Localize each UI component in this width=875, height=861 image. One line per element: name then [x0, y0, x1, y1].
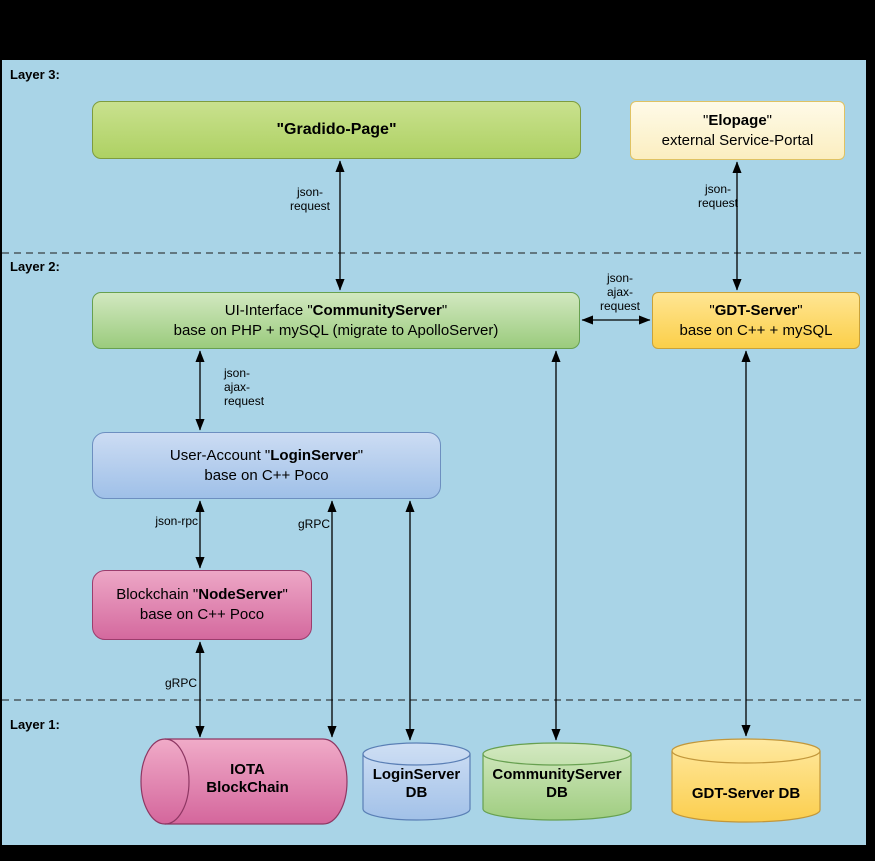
edge-label-line: json-	[606, 271, 633, 285]
edge-label-line: gRPC	[164, 676, 197, 690]
login-server-title: User-Account "LoginServer"	[170, 446, 363, 466]
gradido-title-suffix: "	[388, 121, 397, 138]
edge-label-line: ajax-	[224, 380, 251, 394]
gradido-page-title: "Gradido-Page"	[276, 120, 396, 140]
edge-label-login-node: json-rpc	[128, 514, 198, 528]
iota-blockchain-label: IOTA BlockChain	[155, 761, 340, 797]
edge-label-gradido-community: json- request	[282, 185, 338, 213]
layer1-label: Layer 1:	[10, 717, 60, 732]
edge-label-login-iota: gRPC	[288, 517, 330, 531]
login-server-subtitle: base on C++ Poco	[204, 466, 329, 484]
gdt-db-line1: GDT-Server DB	[691, 785, 801, 802]
community-title-bold: CommunityServer	[312, 301, 442, 319]
node-title-bold: NodeServer	[198, 586, 283, 603]
node-gradido-page: "Gradido-Page"	[92, 101, 581, 159]
edge-label-community-gdt: json- ajax- request	[593, 271, 647, 313]
edge-label-community-login: json- ajax- request	[224, 366, 284, 408]
iota-line1: IOTA	[230, 761, 265, 778]
elopage-title-bold: Elopage	[708, 111, 767, 129]
gdt-server-title: "GDT-Server"	[709, 301, 802, 321]
node-title-prefix: Blockchain "	[116, 586, 199, 603]
elopage-title-suffix: "	[766, 111, 772, 129]
node-node-server: Blockchain "NodeServer" base on C++ Poco	[92, 570, 312, 640]
edge-label-line: json-	[224, 366, 251, 380]
edge-label-line: ajax-	[606, 285, 633, 299]
login-title-bold: LoginServer	[270, 446, 358, 464]
community-title-suffix: "	[441, 301, 448, 319]
community-server-subtitle: base on PHP + mySQL (migrate to ApolloSe…	[173, 321, 499, 339]
node-login-server: User-Account "LoginServer" base on C++ P…	[92, 432, 441, 499]
community-title-prefix: UI-Interface "	[224, 301, 313, 319]
elopage-title: "Elopage"	[703, 111, 772, 131]
iota-line2: BlockChain	[206, 779, 289, 796]
community-db-line1: CommunityServer	[492, 766, 622, 783]
edge-label-line: json-	[296, 185, 323, 199]
edge-label-line: request	[289, 199, 331, 213]
layer3-label: Layer 3:	[10, 67, 60, 82]
edge-label-line: gRPC	[297, 517, 330, 531]
gdt-title-suffix: "	[797, 301, 803, 319]
node-title-suffix: "	[282, 586, 288, 603]
login-server-db-label: LoginServer DB	[363, 766, 470, 802]
login-db-line2: DB	[405, 784, 428, 801]
elopage-title-prefix: "	[702, 111, 709, 129]
community-server-db-label: CommunityServer DB	[483, 766, 631, 802]
gdt-title-bold: GDT-Server	[714, 301, 798, 319]
login-title-suffix: "	[357, 446, 364, 464]
edge-label-line: request	[599, 299, 641, 313]
gradido-title-prefix: "	[276, 121, 285, 138]
node-gdt-server: "GDT-Server" base on C++ + mySQL	[652, 292, 860, 349]
gdt-server-subtitle: base on C++ + mySQL	[679, 321, 833, 339]
gdt-server-db-label: GDT-Server DB	[672, 785, 820, 803]
node-server-title: Blockchain "NodeServer"	[116, 585, 288, 605]
edge-label-node-iota: gRPC	[155, 676, 197, 690]
login-title-prefix: User-Account "	[169, 446, 271, 464]
edge-label-line: request	[224, 394, 265, 408]
gdt-title-prefix: "	[709, 301, 715, 319]
gradido-title-bold: Gradido-Page	[284, 121, 389, 138]
community-server-title: UI-Interface "CommunityServer"	[225, 301, 447, 321]
node-elopage: "Elopage" external Service-Portal	[630, 101, 845, 160]
edge-label-elopage-gdt: json- request	[690, 182, 746, 210]
node-community-server: UI-Interface "CommunityServer" base on P…	[92, 292, 580, 349]
edge-label-line: json-	[704, 182, 731, 196]
login-db-line1: LoginServer	[372, 766, 461, 783]
community-db-line2: DB	[546, 784, 568, 801]
node-server-subtitle: base on C++ Poco	[139, 606, 265, 623]
edge-label-line: json-rpc	[155, 514, 198, 528]
layer2-label: Layer 2:	[10, 259, 60, 274]
elopage-subtitle: external Service-Portal	[661, 131, 814, 149]
edge-label-line: request	[697, 196, 739, 210]
